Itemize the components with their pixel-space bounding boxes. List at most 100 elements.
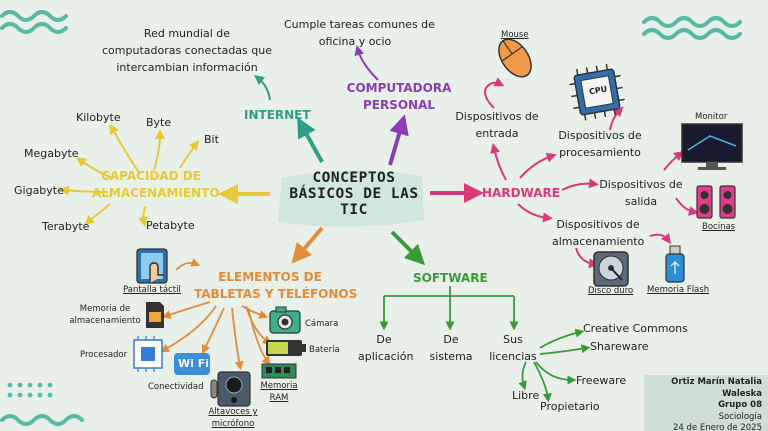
computadora-desc-line2: oficina y ocio — [318, 35, 392, 48]
output-devices-line1: Dispositivos de — [599, 178, 683, 191]
computadora-desc-line1: Cumple tareas comunes de — [284, 18, 435, 31]
central-title-line2: BÁSICOS DE LAS — [289, 186, 419, 202]
pantalla-tactil-label: Pantalla táctil — [123, 285, 181, 295]
bateria-label: Batería — [309, 345, 340, 355]
capacidad-title-line2: ALMACENAMIENTO — [92, 186, 220, 200]
elementos-title-line2: TABLETAS Y TELÉFONOS — [194, 287, 358, 301]
output-devices-line2: salida — [624, 195, 658, 208]
altavoces-line2: micrófono — [211, 419, 255, 429]
mouse-icon — [498, 38, 532, 78]
hardware-title: HARDWARE — [482, 186, 560, 200]
procesador-label: Procesador — [80, 350, 128, 360]
camera-icon — [269, 306, 301, 334]
flash-drive-icon — [665, 245, 685, 283]
processing-devices: Dispositivos de procesamiento — [556, 127, 644, 161]
software-licencias-line2: licencias — [489, 350, 537, 363]
storage-devices-line2: almacenamiento — [552, 235, 645, 248]
memoria-almacenamiento-line1: Memoria de — [79, 304, 131, 314]
software-sistema-line1: De — [443, 333, 459, 346]
processor-chip-icon — [133, 336, 163, 372]
wave-decoration-bottom-left — [0, 414, 84, 426]
camara-label: Cámara — [305, 319, 339, 329]
unit-byte: Byte — [146, 116, 172, 129]
date: 24 de Enero de 2025 — [672, 423, 762, 431]
battery-icon — [266, 340, 306, 356]
internet-desc-line2: computadoras conectadas que — [102, 44, 272, 57]
software-sistema-line2: sistema — [429, 350, 473, 363]
memoria-ram-line2: RAM — [269, 393, 289, 403]
cpu-icon — [569, 63, 625, 121]
unit-kilobyte: Kilobyte — [76, 111, 121, 124]
central-brush — [278, 170, 424, 227]
hard-disk-icon — [593, 251, 629, 287]
unit-petabyte: Petabyte — [146, 219, 195, 232]
wifi-label: Wi Fi — [178, 357, 210, 370]
central-title-line1: CONCEPTOS — [312, 170, 396, 186]
internet-desc-line3: intercambian información — [116, 61, 258, 74]
capacidad-title: CAPACIDAD DE ALMACENAMIENTO — [92, 168, 220, 202]
memory-card-icon — [146, 302, 164, 328]
software-aplicacion-line2: aplicación — [358, 350, 414, 363]
wave-decoration-top-left — [0, 10, 68, 34]
license-creative-commons: Creative Commons — [583, 322, 688, 335]
wave-decoration-top-right — [642, 16, 742, 40]
unit-gigabyte: Gigabyte — [14, 184, 64, 197]
monitor-icon — [681, 123, 743, 170]
storage-devices: Dispositivos de almacenamiento — [552, 216, 644, 250]
memoria-flash-label: Memoria Flash — [647, 285, 710, 295]
computadora-title: COMPUTADORA PERSONAL — [345, 80, 453, 114]
software-aplicacion: De aplicación — [358, 331, 414, 365]
altavoces-label: Altavoces y micrófono — [206, 406, 260, 430]
license-propietario: Propietario — [540, 400, 600, 413]
input-devices-line2: entrada — [475, 127, 519, 140]
capacidad-title-line1: CAPACIDAD DE — [101, 169, 201, 183]
output-devices: Dispositivos de salida — [596, 176, 686, 210]
software-title: SOFTWARE — [413, 271, 488, 285]
speakers-icon — [696, 185, 736, 219]
memoria-almacenamiento-line2: almacenamiento — [69, 316, 141, 326]
author-info-box: Ortiz Marín Natalia Waleska Grupo 08 Soc… — [644, 375, 768, 431]
processing-devices-line1: Dispositivos de — [558, 129, 642, 142]
computadora-title-line2: PERSONAL — [362, 98, 436, 112]
unit-terabyte: Terabyte — [42, 220, 90, 233]
bocinas-label: Bocinas — [702, 222, 736, 232]
unit-bit: Bit — [204, 133, 219, 146]
internet-desc-line1: Red mundial de — [143, 27, 231, 40]
computadora-description: Cumple tareas comunes de oficina y ocio — [284, 16, 435, 50]
processing-devices-line2: procesamiento — [559, 146, 641, 159]
monitor-label: Monitor — [695, 112, 728, 122]
central-title-line3: TIC — [340, 202, 368, 218]
memoria-almacenamiento-label: Memoria de almacenamiento — [68, 303, 142, 327]
wifi-icon — [174, 353, 210, 375]
storage-devices-line1: Dispositivos de — [556, 218, 640, 231]
software-licencias-line1: Sus — [503, 333, 523, 346]
disco-duro-label: Disco duro — [588, 286, 634, 296]
touch-screen-icon — [136, 248, 168, 284]
software-aplicacion-line1: De — [376, 333, 392, 346]
unit-megabyte: Megabyte — [24, 147, 79, 160]
subject: Sociología — [718, 411, 762, 422]
conectividad-label: Conectividad — [148, 382, 204, 392]
elementos-title: ELEMENTOS DE TABLETAS Y TELÉFONOS — [194, 269, 358, 303]
altavoces-line1: Altavoces y — [208, 407, 258, 417]
dot-grid-decoration — [7, 382, 53, 398]
central-title: CONCEPTOS BÁSICOS DE LAS TIC — [284, 170, 424, 218]
speaker-microphone-icon — [210, 371, 251, 407]
computadora-title-line1: COMPUTADORA — [346, 81, 452, 95]
input-devices: Dispositivos de entrada — [455, 108, 539, 142]
memoria-ram-line1: Memoria — [260, 381, 298, 391]
memoria-ram-label: Memoria RAM — [258, 380, 300, 404]
license-shareware: Shareware — [590, 340, 649, 353]
internet-title: INTERNET — [244, 108, 311, 122]
group-number: Grupo 08 — [718, 400, 762, 410]
mouse-label: Mouse — [501, 30, 529, 40]
ram-icon — [261, 363, 297, 379]
software-sistema: De sistema — [428, 331, 474, 365]
author-name: Ortiz Marín Natalia Waleska — [671, 377, 762, 399]
license-freeware: Freeware — [576, 374, 627, 387]
internet-description: Red mundial de computadoras conectadas q… — [102, 25, 272, 76]
license-libre: Libre — [512, 389, 540, 402]
elementos-title-line1: ELEMENTOS DE — [218, 270, 322, 284]
input-devices-line1: Dispositivos de — [455, 110, 539, 123]
